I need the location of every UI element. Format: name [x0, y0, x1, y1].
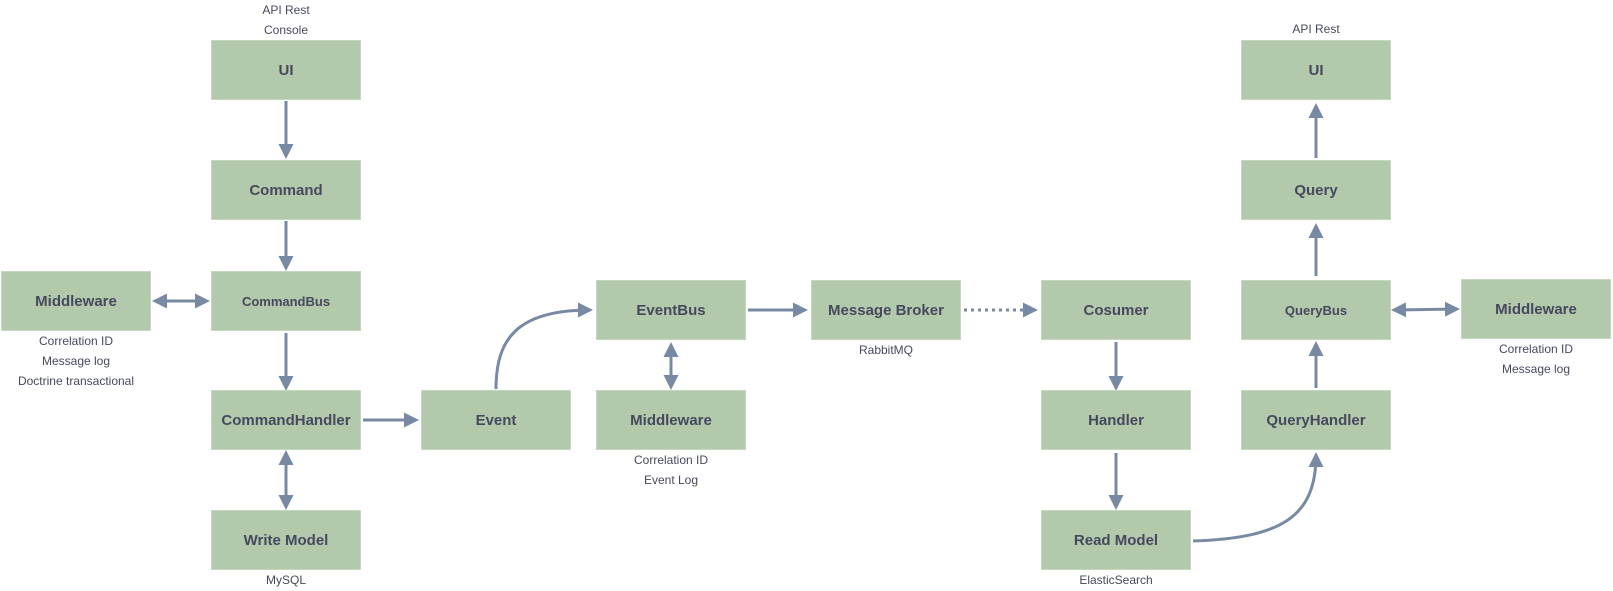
note-line: Correlation ID: [1498, 342, 1574, 356]
note-line: Message log: [1501, 362, 1571, 376]
node-middleware-query: Middleware: [1461, 279, 1611, 339]
node-consumer: Cosumer: [1041, 280, 1191, 340]
note-line: ElasticSearch: [1079, 573, 1153, 587]
note-middleware-event: Correlation ID Event Log: [571, 450, 771, 490]
note-message-broker: RabbitMQ: [786, 340, 986, 360]
node-event-bus: EventBus: [596, 280, 746, 340]
arrow-readmodel-to-queryhandler: [1192, 452, 1324, 543]
note-line: Correlation ID: [38, 334, 114, 348]
node-event: Event: [421, 390, 571, 450]
note-line: MySQL: [265, 573, 306, 587]
note-ui-right: API Rest: [1216, 19, 1416, 39]
note-line: API Rest: [262, 3, 310, 17]
note-write-model: MySQL: [186, 570, 386, 590]
node-middleware-event: Middleware: [596, 390, 746, 450]
node-ui-right: UI: [1241, 40, 1391, 100]
node-query-bus: QueryBus: [1241, 280, 1391, 340]
node-query-handler: QueryHandler: [1241, 390, 1391, 450]
node-handler: Handler: [1041, 390, 1191, 450]
node-middleware-command: Middleware: [1, 271, 151, 331]
note-middleware-query: Correlation ID Message log: [1436, 339, 1613, 379]
node-command-bus: CommandBus: [211, 271, 361, 331]
node-command: Command: [211, 160, 361, 220]
note-line: Message log: [41, 354, 111, 368]
note-line: Doctrine transactional: [17, 374, 135, 388]
arrow-event-to-eventbus: [494, 302, 593, 390]
node-query: Query: [1241, 160, 1391, 220]
node-message-broker: Message Broker: [811, 280, 961, 340]
note-read-model: ElasticSearch: [1016, 570, 1216, 590]
note-line: Console: [263, 23, 309, 37]
node-read-model: Read Model: [1041, 510, 1191, 570]
note-middleware-command: Correlation ID Message log Doctrine tran…: [0, 331, 176, 391]
node-write-model: Write Model: [211, 510, 361, 570]
node-command-handler: CommandHandler: [211, 390, 361, 450]
note-line: Correlation ID: [633, 453, 709, 467]
node-ui-left: UI: [211, 40, 361, 100]
note-line: RabbitMQ: [858, 343, 914, 357]
note-ui-left: API Rest Console: [186, 0, 386, 40]
arrow-querybus-middleware: [1391, 301, 1460, 318]
note-line: API Rest: [1292, 22, 1340, 36]
note-line: Event Log: [643, 473, 699, 487]
